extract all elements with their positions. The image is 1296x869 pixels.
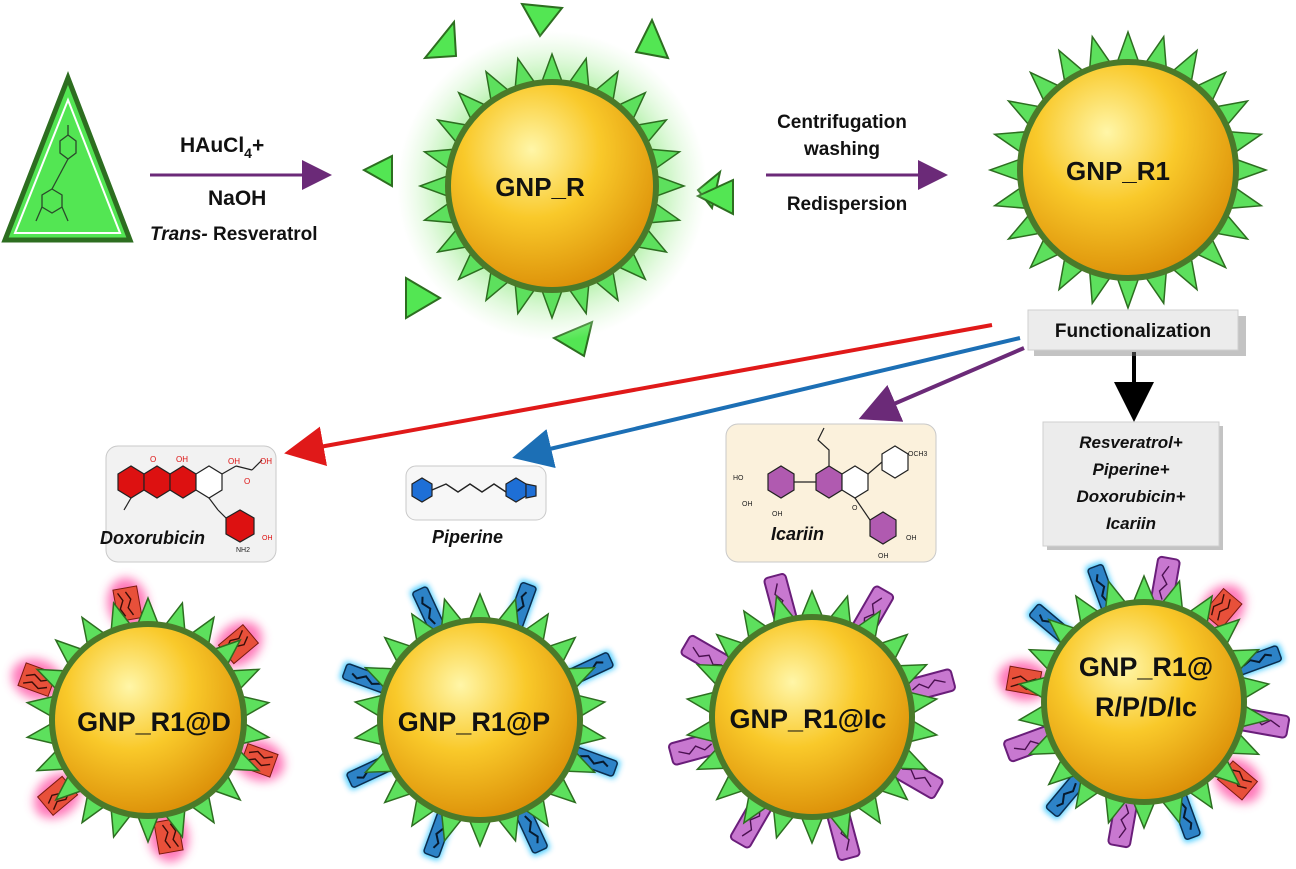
combo-icariin: Icariin [1106,514,1156,533]
gnp-r1-all-label-2: R/P/D/Ic [1095,692,1197,722]
resveratrol-structure-icon [35,125,77,222]
gold-core [1023,65,1233,275]
gnp-r1-particle [987,29,1269,311]
gnp-r1-label: GNP_R1 [1066,156,1170,186]
reductant-label: Trans- Resveratrol [150,224,318,245]
gnp-r1-ic-particle [685,589,939,845]
gnp-r1-p-label: GNP_R1@P [398,707,550,737]
resveratrol-triangle-icon [1,71,134,243]
gnp-r-particle [417,51,687,321]
gnp-r1-d-particle [25,595,271,845]
dox-oh2: OH [228,457,240,466]
base-label: NaOH [208,187,266,210]
doxorubicin-label: Doxorubicin [100,528,205,548]
combo-resveratrol: Resveratrol+ [1079,433,1183,452]
piperine-structure-icon [411,477,537,503]
combination-box: Resveratrol+ Piperine+ Doxorubicin+ Icar… [1042,421,1223,550]
gold-core [451,85,653,287]
ic-ho: HO [733,475,744,482]
redispersion-label: Redispersion [787,194,907,215]
gnp-r1-ic-label: GNP_R1@Ic [730,704,887,734]
icariin-drug-mark [903,668,956,703]
doxorubicin-structure-icon [117,465,197,499]
piperine-drug-mark [410,583,447,635]
piperine-card: Piperine [405,465,547,547]
dox-oh4: OH [262,535,273,542]
gold-core [715,620,909,814]
combo-piperine: Piperine+ [1092,460,1169,479]
ic-oh4: OH [878,553,889,560]
ic-o: O [852,505,858,512]
reagent-label: HAuCl4+ [180,134,264,161]
arrow-to-icariin [858,346,1025,422]
combo-doxorubicin: Doxorubicin+ [1076,487,1185,506]
piperine-drug-mark [568,744,621,779]
gold-core [55,627,241,813]
gnp-r1-d-label: GNP_R1@D [77,707,231,737]
icariin-structure-icon [767,427,909,545]
piperine-label: Piperine [432,527,503,547]
gnp-r1-all-particle [1017,574,1271,830]
dox-oh3: OH [260,457,272,466]
gold-core [383,623,577,817]
arrow-to-doxorubicin [284,323,993,466]
gnp-r1-all-label-1: GNP_R1@ [1079,652,1213,682]
functionalization-label: Functionalization [1055,321,1211,342]
icariin-label: Icariin [771,524,824,544]
dox-o2: O [244,477,250,486]
centrifugation-label: Centrifugation [777,112,907,133]
gnp-r1-p-particle [353,592,607,848]
ic-oh2: OH [772,511,783,518]
dox-o1: O [150,455,156,464]
gold-core [1047,605,1241,799]
dox-nh2: NH2 [236,547,250,554]
ic-och3: OCH3 [908,451,928,458]
washing-label: washing [803,139,880,160]
arrow-to-piperine [512,336,1021,469]
functionalization-box: Functionalization [1027,309,1246,356]
dox-oh1: OH [176,455,188,464]
icariin-card: OCH3 HO OH OH O OH OH Icariin [725,423,937,563]
gnp-r-label: GNP_R [495,172,585,202]
ic-oh3: OH [906,535,917,542]
doxorubicin-card: O OH OH OH O NH2 OH Doxorubicin [100,445,277,563]
ic-oh1: OH [742,501,753,508]
